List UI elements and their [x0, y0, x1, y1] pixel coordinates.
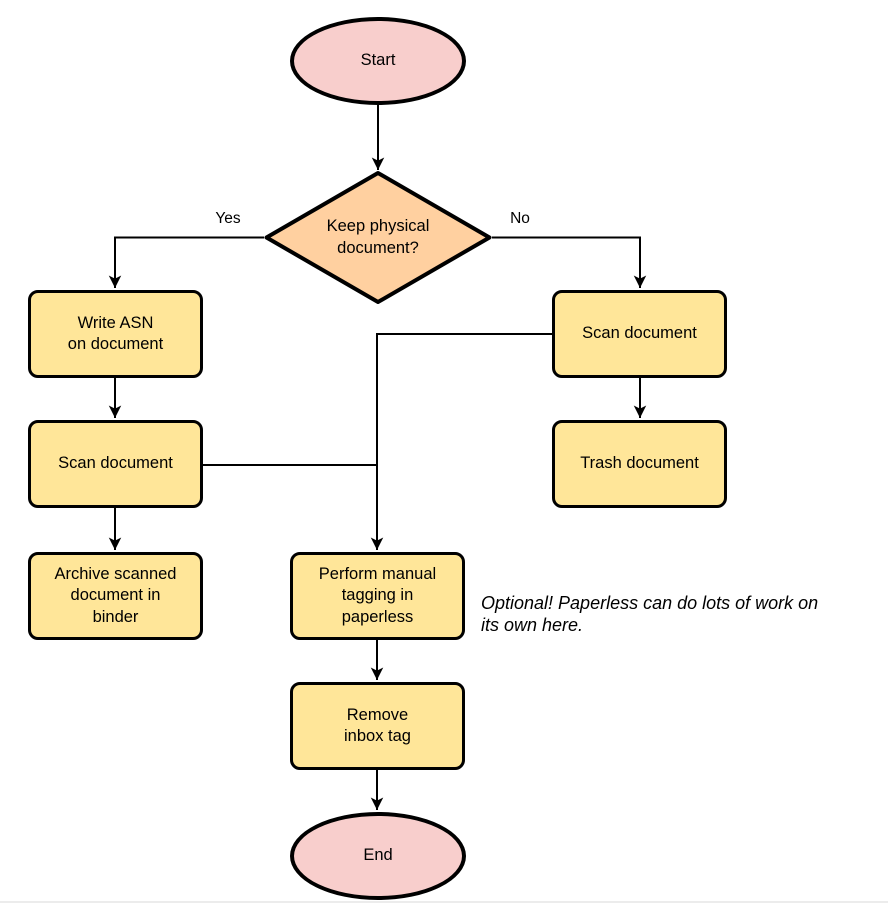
node-decision: Keep physical document? — [266, 173, 490, 302]
edge-label-yes: Yes — [215, 210, 241, 227]
node-write-asn-label: Write ASN on document — [67, 313, 164, 353]
node-start-label: Start — [360, 51, 396, 70]
node-decision-label: Keep physical document? — [326, 217, 430, 257]
node-remove-inbox-tag: Remove inbox tag — [290, 682, 465, 770]
edge-scan-right-to-tagging — [370, 333, 552, 550]
edge-decision-yes-to-write-asn — [108, 236, 264, 288]
node-scan-document-right: Scan document — [552, 290, 727, 378]
optional-note: Optional! Paperless can do lots of work … — [481, 593, 819, 636]
node-end: End — [290, 812, 466, 900]
node-archive-binder: Archive scanned document in binder — [28, 552, 203, 640]
node-end-label: End — [363, 846, 393, 865]
node-remove-inbox-tag-label: Remove inbox tag — [344, 705, 411, 745]
node-scan-document-right-label: Scan document — [582, 324, 697, 343]
node-manual-tagging: Perform manual tagging in paperless — [290, 552, 465, 640]
node-write-asn: Write ASN on document — [28, 290, 203, 378]
node-scan-document-left: Scan document — [28, 420, 203, 508]
node-manual-tagging-label: Perform manual tagging in paperless — [318, 564, 437, 626]
edge-decision-no-to-scan-right — [492, 236, 647, 288]
node-scan-document-left-label: Scan document — [58, 454, 173, 473]
node-start: Start — [290, 17, 466, 105]
node-archive-binder-label: Archive scanned document in binder — [54, 564, 177, 626]
node-trash-document-label: Trash document — [580, 454, 699, 473]
node-trash-document: Trash document — [552, 420, 727, 508]
decision-shape — [264, 171, 492, 304]
edge-label-no: No — [510, 210, 530, 227]
bottom-divider — [0, 901, 888, 903]
